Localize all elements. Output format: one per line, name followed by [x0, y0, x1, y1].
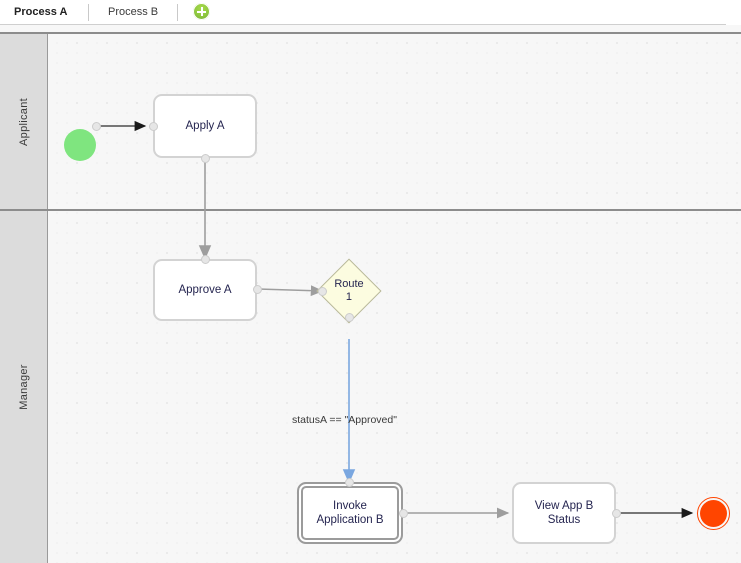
gateway-route-1-label-line1: Route: [334, 278, 364, 290]
lane-header-applicant[interactable]: Applicant: [0, 34, 48, 209]
task-view-app-b-status-label-line2: Status: [547, 514, 581, 526]
lane-divider: [0, 209, 741, 211]
task-apply-a-label: Apply A: [185, 120, 225, 132]
gateway-route-1-handle-bottom[interactable]: [345, 313, 354, 322]
call-activity-label-line2: Application B: [316, 514, 384, 526]
task-apply-a-handle-left[interactable]: [149, 122, 158, 131]
add-tab-plus-icon[interactable]: [193, 3, 210, 20]
gateway-route-1-handle-left[interactable]: [318, 287, 327, 296]
gateway-route-1-label: Route 1: [326, 268, 372, 314]
tab-separator-2: [177, 4, 178, 21]
start-event[interactable]: [64, 129, 96, 161]
end-event[interactable]: [700, 500, 727, 527]
call-activity-handle-right[interactable]: [399, 509, 408, 518]
call-activity-handle-top[interactable]: [345, 478, 354, 487]
task-approve-a-handle-right[interactable]: [253, 285, 262, 294]
task-view-app-b-status[interactable]: View App B Status: [512, 482, 616, 544]
tab-process-a[interactable]: Process A: [0, 0, 81, 24]
tab-process-a-label: Process A: [14, 6, 68, 18]
lane-label-applicant: Applicant: [17, 97, 30, 146]
call-activity-label-line1: Invoke: [333, 500, 367, 512]
task-approve-a-handle-top[interactable]: [201, 255, 210, 264]
task-approve-a-label: Approve A: [178, 284, 232, 296]
tab-separator-1: [88, 4, 89, 21]
task-view-app-b-status-handle-right[interactable]: [612, 509, 621, 518]
gateway-route-1[interactable]: Route 1: [316, 258, 382, 324]
task-approve-a[interactable]: Approve A: [153, 259, 257, 321]
end-event-ring: [697, 497, 730, 530]
diagram-canvas[interactable]: Applicant Manager: [0, 25, 741, 563]
tab-bar: Process A Process B: [0, 0, 741, 24]
start-event-handle[interactable]: [92, 122, 101, 131]
flow-condition-label: statusA == "Approved": [292, 414, 397, 426]
task-apply-a[interactable]: Apply A: [153, 94, 257, 158]
task-apply-a-handle-bottom[interactable]: [201, 154, 210, 163]
lane-label-manager: Manager: [17, 364, 30, 410]
tab-process-b-label: Process B: [108, 6, 159, 18]
task-view-app-b-status-label-line1: View App B: [534, 500, 594, 512]
tab-process-b[interactable]: Process B: [94, 0, 172, 24]
tab-bar-divider: [0, 24, 726, 25]
lane-header-manager[interactable]: Manager: [0, 211, 48, 563]
call-activity-invoke-application-b[interactable]: Invoke Application B: [297, 482, 403, 544]
gateway-route-1-label-line2: 1: [345, 291, 353, 303]
pool-top-border: [0, 32, 741, 34]
